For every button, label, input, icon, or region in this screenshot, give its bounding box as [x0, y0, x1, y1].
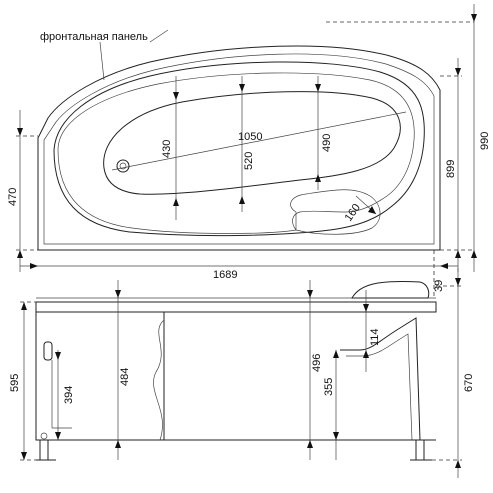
dim-490: 490	[321, 134, 333, 152]
dim-595: 595	[9, 374, 21, 392]
dim-bowl-length: 1050	[238, 131, 262, 143]
drain-fitting	[40, 432, 48, 440]
arrow	[368, 206, 376, 214]
headrest	[351, 281, 430, 299]
drain	[116, 159, 130, 173]
arrow	[115, 290, 121, 298]
arrow	[30, 263, 38, 269]
leg-left	[39, 439, 49, 461]
arrow	[21, 452, 27, 460]
tub-inner-profile	[336, 317, 421, 441]
seat-area	[290, 189, 381, 235]
label-leader	[149, 29, 169, 43]
cutaway-break	[153, 319, 165, 441]
dim-670: 670	[463, 374, 475, 392]
side-view: 595 394 484 496 355 114 670	[9, 268, 475, 478]
arrow	[173, 198, 179, 206]
dim-1689: 1689	[213, 269, 237, 281]
dim-line-bowl-length	[111, 111, 407, 171]
bowl-outline	[57, 72, 415, 234]
dim-484: 484	[119, 368, 131, 386]
bowl-bottom	[103, 91, 401, 195]
arrow	[315, 84, 321, 92]
tub-rim-line	[43, 53, 435, 245]
dim-114: 114	[369, 328, 381, 346]
arrow	[315, 174, 321, 182]
arrow	[455, 68, 461, 76]
tub-outer-outline	[37, 45, 441, 251]
arrow	[239, 196, 245, 204]
arrow	[440, 263, 448, 269]
arrow	[455, 278, 461, 286]
overflow	[43, 341, 53, 361]
arrow	[455, 460, 461, 468]
arrow	[55, 352, 61, 360]
leg-right	[415, 439, 425, 461]
arrow	[363, 350, 369, 358]
dim-394: 394	[63, 386, 75, 404]
tub-inner-profile-2	[346, 333, 413, 441]
arrow	[471, 14, 477, 22]
dim-470: 470	[7, 188, 19, 206]
arrow	[471, 250, 477, 258]
dim-355: 355	[323, 378, 335, 396]
top-view: фронтальная панель 1050 430 520 490 160 …	[7, 4, 491, 296]
arrow	[307, 290, 313, 298]
arrow	[333, 432, 339, 440]
arrow	[455, 250, 461, 258]
drain-inner	[119, 162, 127, 170]
tub-inner-rim	[53, 61, 425, 237]
dim-899: 899	[445, 160, 457, 178]
label-leader-2	[99, 41, 105, 81]
arrow	[333, 350, 339, 358]
front-panel-label: фронтальная панель	[40, 31, 148, 43]
dim-990: 990	[479, 132, 491, 150]
arrow	[307, 440, 313, 448]
tub-body-left	[35, 312, 165, 441]
arrow	[17, 128, 23, 136]
arrow	[239, 84, 245, 92]
arrow	[17, 250, 23, 258]
arrow	[115, 440, 121, 448]
dim-496: 496	[311, 354, 323, 372]
dim-520: 520	[243, 152, 255, 170]
dim-160: 160	[343, 202, 363, 224]
arrow	[21, 302, 27, 310]
dim-430: 430	[161, 140, 173, 158]
arrow	[55, 432, 61, 440]
rim	[35, 301, 437, 313]
arrow	[363, 304, 369, 312]
arrow	[173, 92, 179, 100]
